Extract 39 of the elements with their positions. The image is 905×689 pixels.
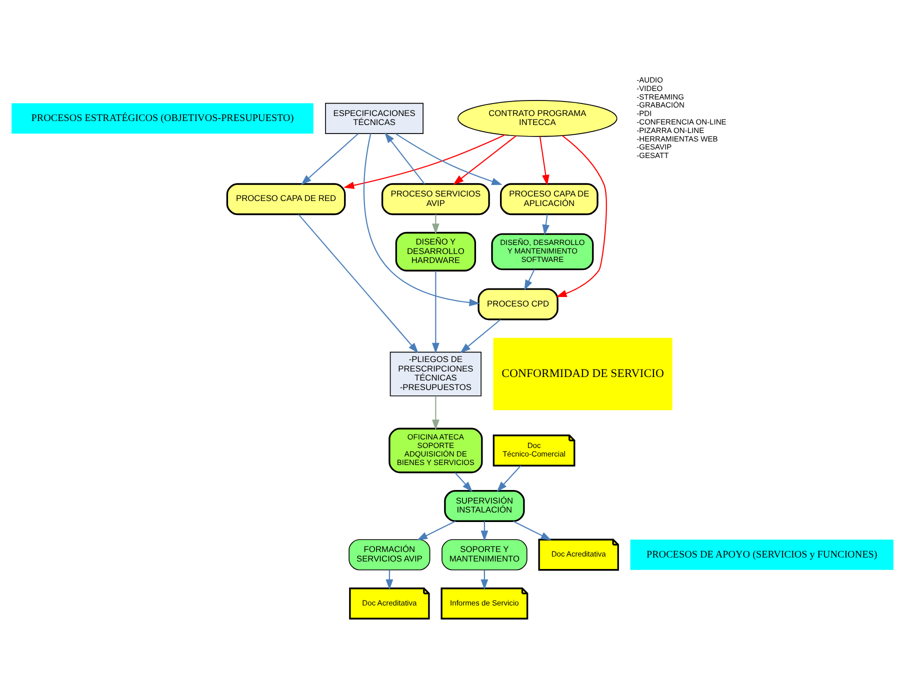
arrow [384,132,425,184]
arrow [432,270,440,353]
arrow [343,134,506,188]
node-box: FORMACIÓN SERVICIOS AVIP [348,538,430,570]
arrow [432,396,440,430]
node-box: PROCESO CAPA DE APLICACIÓN [500,182,598,215]
node-box: SOPORTE Y MANTENIMIENTO [442,538,528,570]
arrow [363,132,480,306]
arrow [556,134,607,297]
arrow [480,520,488,541]
arrow [416,520,456,540]
arrow [386,569,394,590]
arrow [453,134,517,184]
node-box: PROCESOS ESTRATÉGICOS (OBJETIVOS-PRESUPUESTO) [12,102,314,134]
node-box: SUPERVISIÓN INSTALACIÓN [444,490,525,522]
node-box: PROCESO CPD [478,288,558,320]
arrow [454,472,473,492]
node-box: CONFORMIDAD DE SERVICIO [493,337,672,410]
node-box: ESPECIFICACIONES TÉCNICAS [325,102,424,134]
arrow [542,214,550,235]
node-box: PROCESOS DE APOYO (SERVICIOS y FUNCIONES) [630,539,894,570]
arrow [432,214,440,234]
node-box: DISEÑO Y DESARROLLO HARDWARE [395,231,476,271]
arrow [460,318,501,353]
arrow [496,464,522,492]
node-box: -PLIEGOS DE PRESCRIPCIONES TÉCNICAS -PRESUPUESTOS [390,351,482,396]
arrow [539,136,550,185]
arrow [524,268,535,290]
label: -AUDIO -VIDEO -STREAMING -GRABACIÓN -PDI -CONFERENCIA ON-LINE -PIZARRA ON-LINE -HERRAMIENTAS WEB -GESAVIP -GESATT [636,74,726,160]
arrow [298,214,418,353]
arrow [480,569,488,590]
arrow [512,520,552,540]
arrow [395,132,502,184]
arrow [300,132,358,185]
node-box: PROCESO SERVICIOS AVIP [381,182,490,215]
node-box: OFICINA ATECA SOPORTE ADQUISICIÓN DE BIENES Y SERVICIOS [388,427,483,473]
node-box: PROCESO CAPA DE RED [226,182,346,215]
node-ellipse: CONTRATO PROGRAMA INTECCA [458,100,618,136]
node-box: DISEÑO, DESARROLLO Y MANTENIMIENTO SOFTWARE [491,232,594,270]
